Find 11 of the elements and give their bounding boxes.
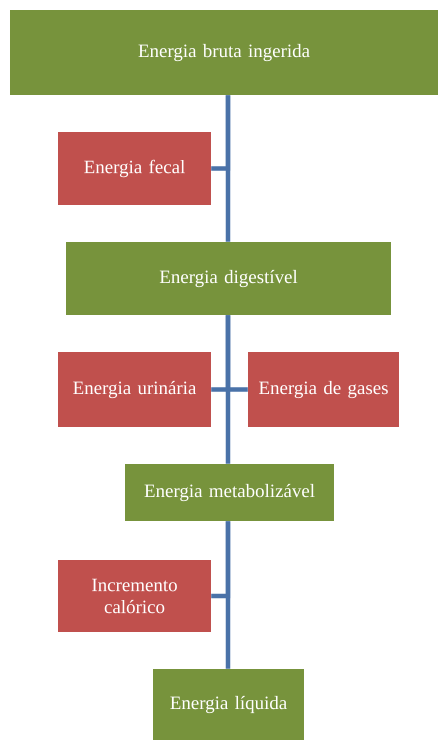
energy-box: Energia líquida [153,669,304,740]
loss-box: Energia urinária [58,352,211,427]
energy-box: Energia metabolizável [125,464,334,521]
loss-box: Energia fecal [58,132,211,205]
branch-line [211,95,230,171]
branch-line [211,521,230,598]
energy-box: Energia digestível [66,242,391,315]
loss-box: Energia de gases [248,352,399,427]
branch-line [226,315,248,392]
loss-box: Incremento calórico [58,560,211,632]
energy-box: Energia bruta ingerida [10,10,438,95]
